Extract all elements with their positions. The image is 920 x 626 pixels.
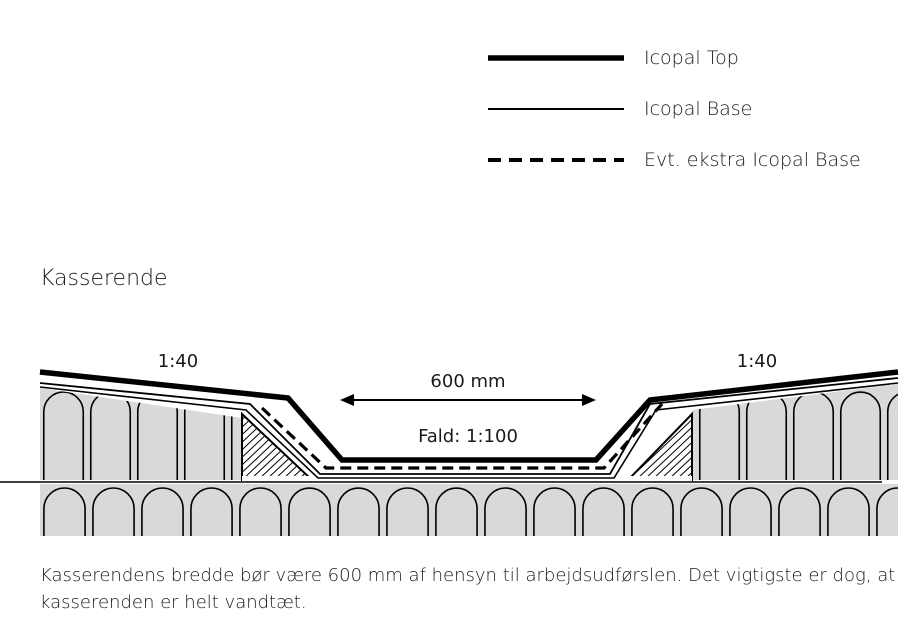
hatch-line: [242, 414, 257, 480]
insulation-upper-left: [40, 388, 242, 480]
thin-line-swatch: [488, 108, 624, 110]
hatch-line: [667, 414, 692, 480]
legend-item-top: Icopal Top: [486, 44, 906, 74]
fall-label: Fald: 1:100: [418, 426, 518, 447]
base-layer-outer: [39, 377, 899, 475]
insulation-upper-right: [692, 384, 898, 480]
legend-item-base: Icopal Base: [486, 95, 906, 125]
caption: Kasserendens bredde bør være 600 mm af h…: [40, 565, 896, 613]
width-dimension-arrow: [340, 394, 596, 406]
thick-line-swatch: [488, 55, 624, 61]
slope-right-label: 1:40: [737, 351, 777, 372]
section-title: Kasserende: [40, 266, 168, 291]
legend-item-extra: Evt. ekstra Icopal Base: [486, 146, 906, 176]
hatch-line: [659, 414, 692, 480]
hatch-line: [675, 414, 692, 480]
dashed-line-swatch: [488, 158, 624, 162]
hatch-line: [289, 414, 312, 480]
hatch-line: [556, 414, 626, 480]
legend-label: Evt. ekstra Icopal Base: [644, 149, 861, 171]
gutter-cross-section: 1:40 1:40 600 mm Fald: 1:100: [0, 351, 899, 536]
gutter-board: [242, 476, 692, 482]
slope-left-label: 1:40: [158, 351, 198, 372]
hatch-line: [635, 414, 692, 480]
hatch-line: [338, 414, 408, 480]
legend-label: Icopal Base: [644, 98, 753, 120]
base-layer-inner: [39, 382, 899, 479]
hatch-line: [314, 414, 384, 480]
hatch-line: [628, 414, 692, 480]
hatch-line: [242, 414, 265, 480]
hatch-line: [643, 414, 692, 480]
legend-label: Icopal Top: [644, 47, 739, 69]
hatch-line: [330, 414, 400, 480]
insulation-lower-pattern: [43, 487, 898, 536]
hatch-line: [651, 414, 692, 480]
hatch-line: [281, 414, 312, 480]
width-label: 600 mm: [430, 371, 505, 392]
extra-base-layer: [260, 402, 664, 470]
top-layer: [39, 369, 899, 463]
